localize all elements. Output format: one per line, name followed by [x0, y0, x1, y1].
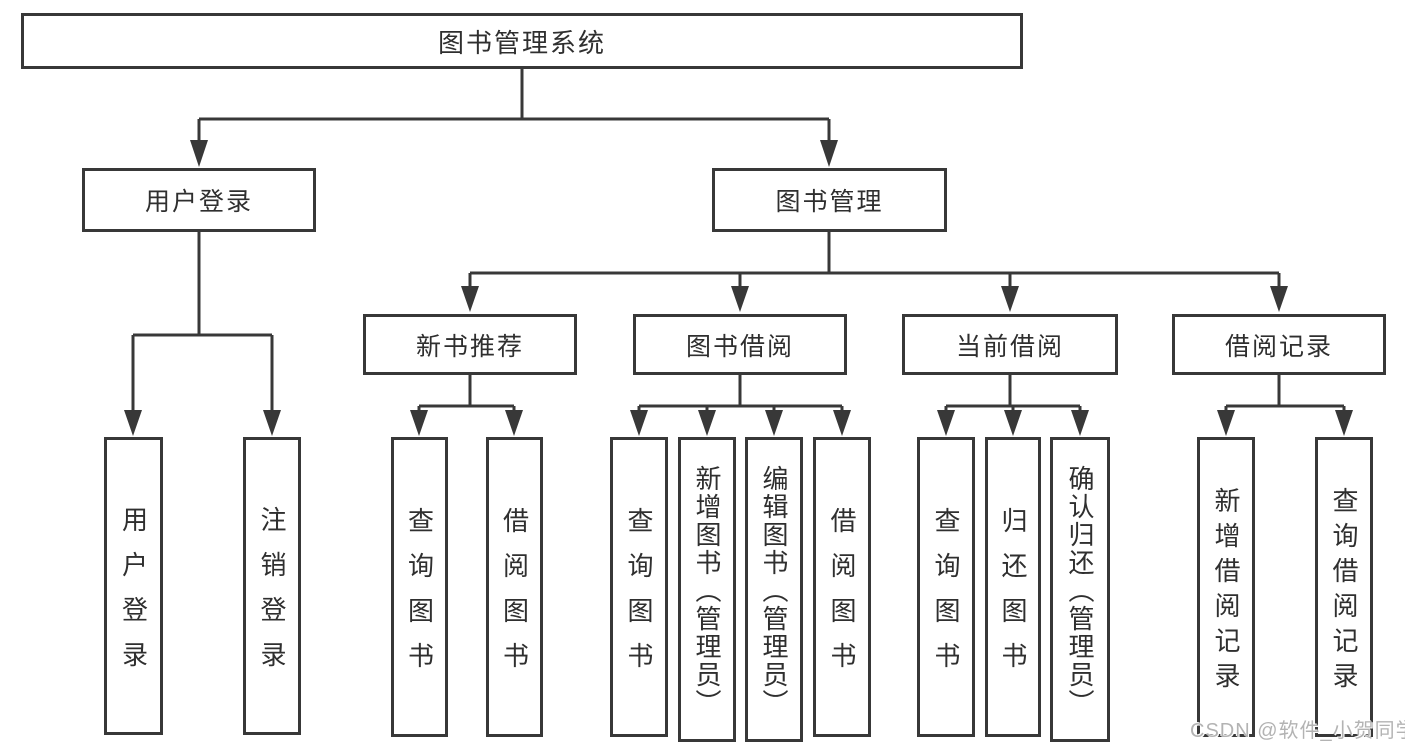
node-new-book-recommend-label: 新书推荐: [415, 332, 524, 361]
leaf-logout-label: 注销登录: [257, 505, 287, 686]
connector-bookborrow-to-leaves: [637, 375, 844, 414]
connector-root-to-level2: [197, 69, 831, 143]
leaf-borrow-books-2-label: 借阅图书: [827, 506, 857, 687]
leaf-logout: 注销登录: [243, 437, 301, 735]
csdn-watermark: CSDN @软件_小贺同学: [1190, 720, 1405, 742]
leaf-return-books-label: 归还图书: [998, 506, 1028, 687]
node-user-login-label: 用户登录: [144, 188, 253, 216]
leaf-query-books-3-label: 查询图书: [931, 506, 961, 687]
leaf-borrow-books-1-label: 借阅图书: [499, 506, 530, 687]
node-current-borrow-label: 当前借阅: [955, 332, 1064, 361]
node-book-management-label: 图书管理: [775, 188, 884, 216]
leaf-return-books: 归还图书: [985, 437, 1041, 737]
connector-newbook-to-leaves: [417, 375, 516, 414]
leaf-query-books-1: 查询图书: [391, 437, 448, 737]
leaf-borrow-books-1: 借阅图书: [486, 437, 543, 737]
node-borrow-records-label: 借阅记录: [1224, 332, 1333, 361]
leaf-query-borrow-record-label: 查询借阅记录: [1329, 486, 1359, 697]
node-book-borrow: 图书借阅: [633, 314, 847, 375]
leaf-confirm-return-admin: 确认归还（管理员）: [1050, 437, 1110, 742]
leaf-add-books-admin-label: 新增图书（管理员）: [692, 464, 722, 717]
leaf-add-borrow-record-label: 新增借阅记录: [1211, 486, 1241, 697]
connector-currentborrow-to-leaves: [944, 375, 1082, 414]
leaf-query-borrow-record: 查询借阅记录: [1315, 437, 1373, 737]
connector-borrowrecords-to-leaves: [1224, 375, 1346, 414]
connector-bookmgmt-to-level3: [468, 232, 1281, 289]
leaf-edit-books-admin: 编辑图书（管理员）: [745, 437, 803, 742]
leaf-user-login: 用户登录: [104, 437, 163, 735]
leaf-edit-books-admin-label: 编辑图书（管理员）: [759, 464, 789, 717]
leaf-query-books-1-label: 查询图书: [404, 506, 435, 687]
node-borrow-records: 借阅记录: [1172, 314, 1386, 375]
node-book-borrow-label: 图书借阅: [685, 332, 794, 361]
leaf-query-books-3: 查询图书: [917, 437, 975, 737]
leaf-confirm-return-admin-label: 确认归还（管理员）: [1065, 464, 1095, 717]
node-root-system: 图书管理系统: [21, 13, 1023, 69]
leaf-borrow-books-2: 借阅图书: [813, 437, 871, 737]
leaf-add-borrow-record: 新增借阅记录: [1197, 437, 1255, 737]
connector-userlogin-to-leaves: [131, 232, 274, 413]
node-current-borrow: 当前借阅: [902, 314, 1118, 375]
leaf-user-login-label: 用户登录: [118, 505, 149, 686]
leaf-query-books-2: 查询图书: [610, 437, 668, 737]
node-book-management: 图书管理: [712, 168, 947, 232]
node-root-system-label: 图书管理系统: [437, 27, 606, 58]
node-user-login: 用户登录: [82, 168, 316, 232]
leaf-add-books-admin: 新增图书（管理员）: [678, 437, 736, 742]
node-new-book-recommend: 新书推荐: [363, 314, 577, 375]
leaf-query-books-2-label: 查询图书: [624, 506, 654, 687]
arrowheads: [124, 140, 1353, 436]
